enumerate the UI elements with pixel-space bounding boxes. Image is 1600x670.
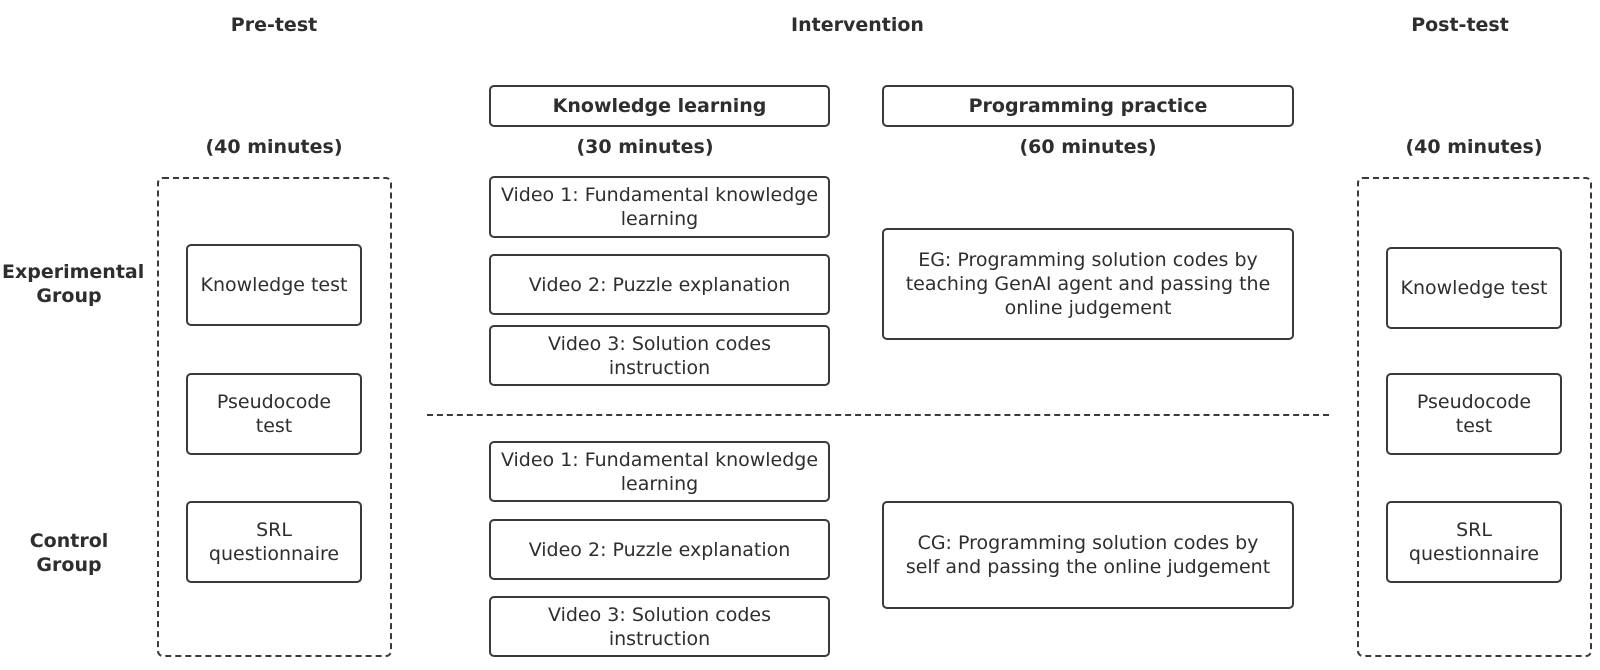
pretest-header: Pre-test [230, 14, 318, 36]
knowledge-learning-box: Knowledge learning [489, 85, 830, 127]
programming-practice-box: Programming practice [882, 85, 1294, 127]
cg-video-1: Video 1: Fundamental knowledge learning [489, 441, 830, 502]
cg-practice-box: CG: Programming solution codes by self a… [882, 501, 1294, 609]
knowledge-duration: (30 minutes) [576, 136, 714, 158]
posttest-srl-questionnaire: SRL questionnaire [1386, 501, 1562, 583]
pretest-container [157, 177, 392, 657]
pretest-knowledge-test: Knowledge test [186, 244, 362, 326]
pretest-pseudocode-test: Pseudocode test [186, 373, 362, 455]
eg-video-1: Video 1: Fundamental knowledge learning [489, 176, 830, 238]
posttest-container [1357, 177, 1592, 657]
eg-practice-box: EG: Programming solution codes by teachi… [882, 228, 1294, 340]
eg-video-2: Video 2: Puzzle explanation [489, 254, 830, 315]
practice-duration: (60 minutes) [1019, 136, 1157, 158]
posttest-knowledge-test: Knowledge test [1386, 247, 1562, 329]
posttest-pseudocode-test: Pseudocode test [1386, 373, 1562, 455]
intervention-header: Intervention [791, 14, 924, 36]
pretest-duration: (40 minutes) [205, 136, 343, 158]
cg-video-2: Video 2: Puzzle explanation [489, 519, 830, 580]
posttest-duration: (40 minutes) [1405, 136, 1543, 158]
experimental-group-label: Experimental Group [2, 261, 145, 307]
eg-video-3: Video 3: Solution codes instruction [489, 325, 830, 386]
pretest-srl-questionnaire: SRL questionnaire [186, 501, 362, 583]
group-divider [427, 414, 1329, 416]
cg-video-3: Video 3: Solution codes instruction [489, 596, 830, 657]
posttest-header: Post-test [1411, 14, 1509, 36]
control-group-label: Control Group [29, 530, 109, 576]
